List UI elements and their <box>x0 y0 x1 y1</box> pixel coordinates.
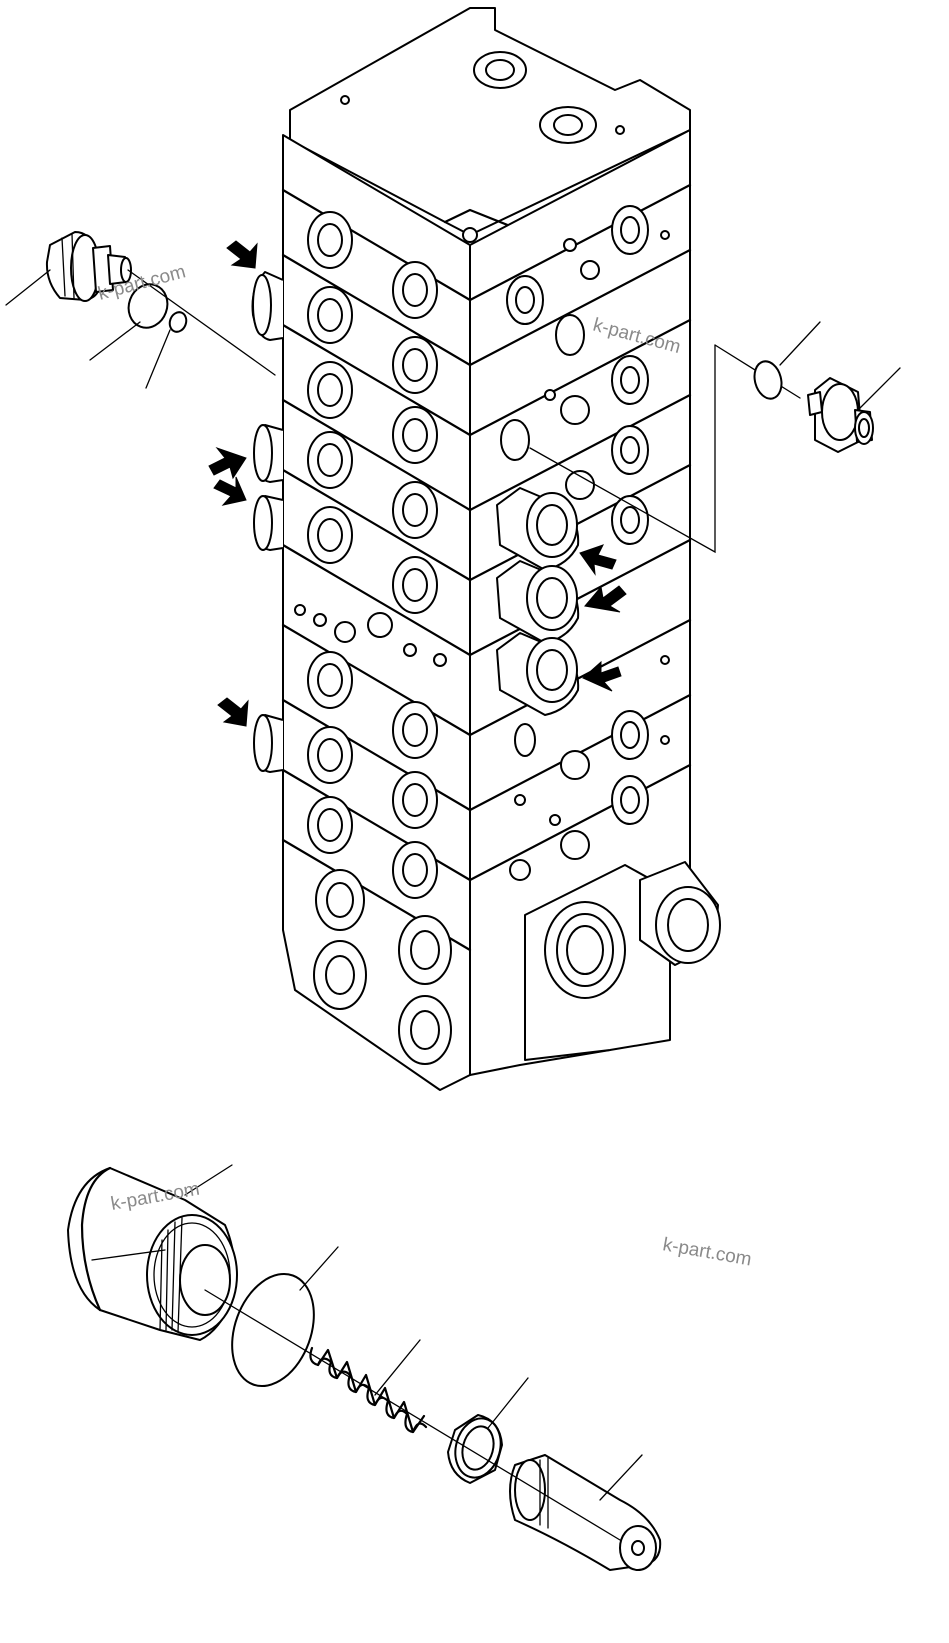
callout-left-1 <box>5 269 51 306</box>
right-plug-3 <box>496 632 580 716</box>
relief-o-ring <box>231 1272 315 1388</box>
left-face-ports <box>294 211 452 1065</box>
callout-left-3 <box>145 329 171 389</box>
left-assembly-axis <box>127 269 276 376</box>
callout-left-2 <box>89 321 141 361</box>
left-plug-mid-b <box>253 495 284 551</box>
right-plug-part <box>807 377 874 453</box>
callout-bottom-1 <box>184 1164 233 1196</box>
valve-body-plugs <box>251 271 580 773</box>
relief-seat-ring <box>447 1414 503 1484</box>
indicator-arrows <box>208 240 627 727</box>
control-valve-body <box>281 7 721 1091</box>
right-face-ports <box>500 205 670 881</box>
outlet-block <box>524 861 721 1061</box>
relief-spring <box>309 1346 428 1434</box>
bottom-relief-detail <box>67 1164 662 1571</box>
callout-right-1 <box>779 321 821 366</box>
right-plug-assembly <box>529 321 901 554</box>
arrow-left-4 <box>217 697 249 727</box>
left-relief-valve-assembly <box>5 231 276 389</box>
left-relief-valve-body <box>45 231 132 302</box>
right-assembly-axis <box>529 344 716 554</box>
arrow-left-1 <box>226 240 258 269</box>
left-o-ring-small <box>168 311 188 333</box>
left-plug-lower <box>253 714 284 773</box>
right-o-ring <box>753 360 783 400</box>
arrow-right-2 <box>584 585 627 613</box>
right-plug-1 <box>496 487 580 571</box>
left-plug-upper <box>251 271 284 341</box>
callout-bottom-5 <box>599 1454 643 1501</box>
arrow-left-2 <box>208 446 247 480</box>
relief-poppet <box>509 1454 662 1571</box>
bottom-assembly-axis <box>204 1289 621 1541</box>
left-o-ring-large <box>127 283 169 329</box>
arrow-right-3 <box>582 660 622 692</box>
arrow-right-1 <box>579 544 617 576</box>
callout-right-2 <box>859 367 901 409</box>
callout-bottom-4 <box>487 1377 529 1429</box>
left-plug-mid-a <box>253 424 284 483</box>
arrow-left-3 <box>213 476 247 506</box>
callout-bottom-3 <box>374 1339 421 1396</box>
watermark-4: k-part.com <box>661 1234 753 1270</box>
callout-bottom-2 <box>299 1246 339 1291</box>
